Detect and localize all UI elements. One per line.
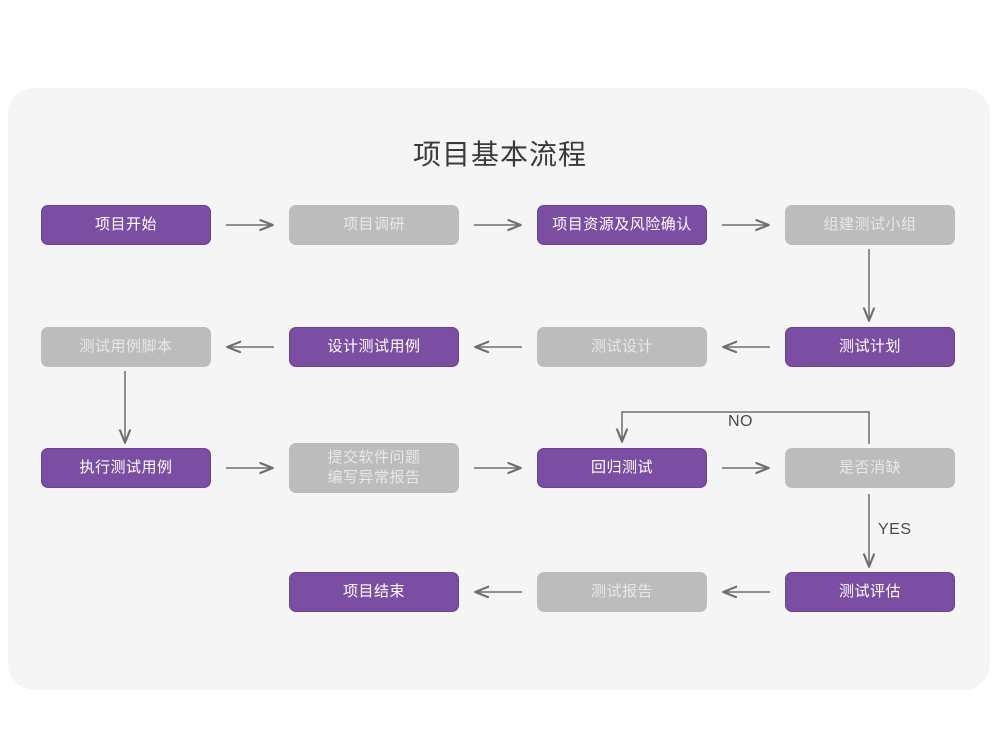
node-defect-cleared[interactable]: 是否消缺 [785, 448, 955, 488]
node-design-test-case[interactable]: 设计测试用例 [289, 327, 459, 367]
node-test-plan[interactable]: 测试计划 [785, 327, 955, 367]
node-project-end[interactable]: 项目结束 [289, 572, 459, 612]
node-execute-test-case[interactable]: 执行测试用例 [41, 448, 211, 488]
edge-label-yes: YES [878, 521, 912, 538]
node-test-case-script[interactable]: 测试用例脚本 [41, 327, 211, 367]
node-regression-test[interactable]: 回归测试 [537, 448, 707, 488]
node-form-test-team[interactable]: 组建测试小组 [785, 205, 955, 245]
node-project-start[interactable]: 项目开始 [41, 205, 211, 245]
node-test-evaluation[interactable]: 测试评估 [785, 572, 955, 612]
node-project-research[interactable]: 项目调研 [289, 205, 459, 245]
page-title: 项目基本流程 [412, 139, 587, 170]
node-resource-risk-confirm[interactable]: 项目资源及风险确认 [537, 205, 707, 245]
edge-label-no: NO [728, 413, 753, 430]
node-test-design[interactable]: 测试设计 [537, 327, 707, 367]
node-test-report[interactable]: 测试报告 [537, 572, 707, 612]
node-submit-defect-report[interactable]: 提交软件问题 编写异常报告 [289, 443, 459, 493]
